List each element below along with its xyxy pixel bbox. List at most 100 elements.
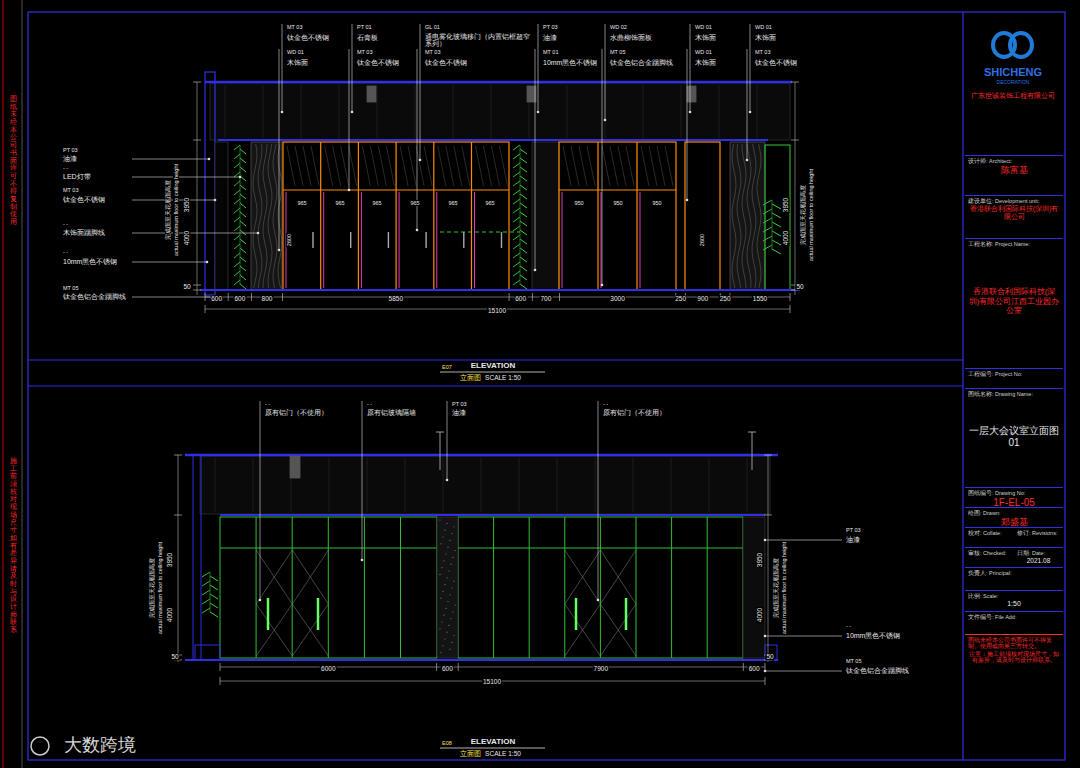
cad-line <box>218 139 768 141</box>
cad-rect <box>193 455 201 660</box>
cad-line <box>493 517 494 658</box>
callout-text: MT 03 <box>286 24 304 30</box>
cad-path <box>763 209 772 214</box>
cad-line <box>520 145 521 285</box>
leader-dot <box>419 159 422 162</box>
field-value: 陈富基 <box>968 165 1060 175</box>
cad-path <box>234 244 240 249</box>
cad-line <box>605 24 606 120</box>
cad-line <box>597 142 598 290</box>
field-heading: 图纸未经本公司书面许可不得复制、使用或向第三方转交。 <box>968 637 1060 650</box>
callout-text: PT 03 <box>62 147 79 153</box>
leader-dot <box>764 539 767 542</box>
leader-dot <box>208 158 211 161</box>
cad-line <box>440 232 520 233</box>
cad-line <box>600 517 601 658</box>
callout-text: ELEVATION <box>470 738 517 747</box>
callout-text: 15100 <box>487 307 507 314</box>
cad-line <box>420 24 421 160</box>
cad-line <box>320 142 321 290</box>
callout-text: WD 01 <box>694 24 713 30</box>
cad-line <box>750 24 751 112</box>
cad-line <box>453 85 454 138</box>
cad-path <box>234 190 240 195</box>
cad-rect <box>532 142 559 290</box>
callout-text: WD 02 <box>609 24 628 30</box>
cad-path <box>240 149 246 154</box>
cad-path <box>210 612 218 617</box>
cad-line <box>370 146 378 186</box>
callout-text: 钛金色不锈钢 <box>286 34 330 42</box>
cad-path <box>202 608 210 613</box>
callout-text: 6000 <box>320 665 336 672</box>
cad-path <box>513 271 520 276</box>
cad-path <box>752 144 756 288</box>
callout-text: 800 <box>261 295 274 302</box>
callout-text: - - <box>62 165 69 171</box>
cad-path <box>234 217 240 222</box>
callout-text: 900 <box>696 295 709 302</box>
cad-path <box>240 158 246 163</box>
callout-text: 通电雾化玻璃移门（内置铝框超窄系列） <box>424 33 534 47</box>
cad-path <box>240 194 246 199</box>
leader-dot <box>597 599 600 602</box>
callout-text: 木饰面 <box>754 34 777 42</box>
cad-line <box>625 598 628 630</box>
cad-path <box>278 144 282 288</box>
cad-line <box>790 293 791 301</box>
cad-line <box>601 192 602 288</box>
dimension-text: 2600 <box>286 233 292 247</box>
cad-line <box>220 514 765 516</box>
cad-path <box>772 222 781 227</box>
callout-text: 50 <box>182 283 191 290</box>
cad-line <box>500 146 508 186</box>
callout-text: WD 01 <box>754 24 773 30</box>
cad-line <box>400 517 401 658</box>
leader-dot <box>686 199 689 202</box>
callout-text: 立面图 <box>459 374 482 381</box>
cad-line <box>433 142 434 290</box>
stone-speckle <box>441 567 442 568</box>
callout-text: 广东世诚装饰工程有限公司 <box>970 92 1056 99</box>
leader-dot <box>259 599 262 602</box>
cad-path <box>240 275 246 280</box>
callout-text: MT 05 <box>845 658 863 664</box>
callout-text: 油漆 <box>845 536 861 544</box>
leader-dot <box>206 261 209 264</box>
callout-text: 钛金色铝合金踢脚线 <box>62 293 127 301</box>
stone-speckle <box>450 564 451 565</box>
callout-text: 50 <box>170 653 179 660</box>
callout-text: 5850 <box>388 295 404 302</box>
stone-speckle <box>451 642 452 643</box>
cad-line <box>132 159 209 160</box>
callout-text: 油漆 <box>62 155 78 163</box>
cad-path <box>292 550 328 656</box>
dimension-text: 4000 <box>183 230 190 246</box>
field-heading: 绘图: Drawn: <box>968 510 1060 516</box>
margin-note: 图纸未经本公司书面许可不得复制使用 <box>10 95 17 226</box>
cad-path <box>520 284 527 289</box>
callout-text: ELEVATION <box>470 362 517 371</box>
cad-line <box>538 24 539 112</box>
cad-line <box>602 146 610 186</box>
cad-line <box>301 85 302 138</box>
cad-rect <box>527 86 536 102</box>
title-block-cell: 图纸未经本公司书面许可不得复制、使用或向第三方转交。注意：施工前须核对现场尺寸，… <box>965 634 1063 694</box>
cad-path <box>256 550 292 656</box>
cad-path <box>234 271 240 276</box>
cad-rect <box>765 645 777 660</box>
stone-speckle <box>453 635 454 636</box>
dimension-text: actual maximum floor to ceiling height <box>781 541 787 635</box>
cad-path <box>234 199 240 204</box>
cad-line <box>287 146 295 186</box>
callout-text: 600 <box>233 295 246 302</box>
cad-line <box>484 146 492 186</box>
cad-line <box>132 297 212 298</box>
cad-line <box>228 293 229 301</box>
cad-line <box>352 24 353 112</box>
cad-line <box>362 146 370 186</box>
cad-path <box>520 203 527 208</box>
dimension-text: 4000 <box>756 607 763 623</box>
